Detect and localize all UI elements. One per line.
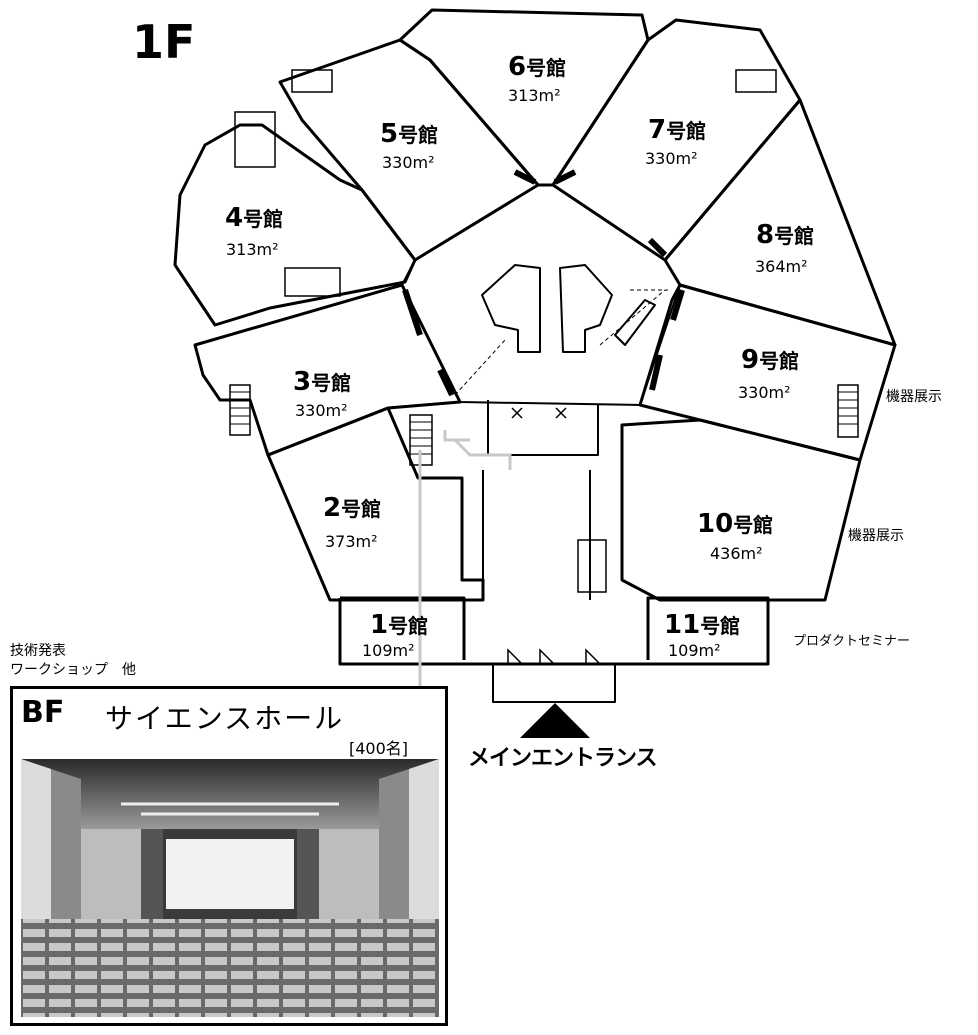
central-stair-left bbox=[481, 264, 541, 353]
hall-area: 313m² bbox=[508, 86, 561, 105]
hall-label: 6号館 bbox=[508, 52, 566, 82]
stair-hall3 bbox=[229, 384, 251, 436]
hall-area: 330m² bbox=[295, 401, 348, 420]
inner-dashed-lines bbox=[454, 289, 668, 396]
science-hall-title: サイエンスホール bbox=[105, 702, 345, 735]
central-hall bbox=[401, 184, 681, 406]
hall-area: 436m² bbox=[710, 544, 763, 563]
hall-labels: 6号館 313m² 5号館 330m² 7号館 330m² 8号館 364m² … bbox=[225, 52, 814, 660]
stair-hall9 bbox=[837, 384, 859, 438]
stair-hall4 bbox=[234, 111, 276, 168]
stair-hall7 bbox=[735, 69, 777, 93]
hall-10-outline bbox=[620, 418, 862, 602]
hall-area: 330m² bbox=[645, 149, 698, 168]
main-entrance-arrow bbox=[520, 703, 590, 738]
wall-accents bbox=[402, 169, 685, 397]
hall-area: 109m² bbox=[362, 641, 415, 660]
auditorium-photo bbox=[21, 759, 439, 1017]
basement-panel: BF サイエンスホール [400名] bbox=[10, 686, 448, 1026]
elevator-box bbox=[577, 539, 607, 593]
entrance-doors bbox=[507, 407, 602, 665]
hall-label: 9号館 bbox=[741, 345, 799, 375]
hall-label: 11号館 bbox=[664, 610, 740, 640]
hall-label: 3号館 bbox=[293, 367, 351, 397]
hall-area: 373m² bbox=[325, 532, 378, 551]
hall-label: 8号館 bbox=[756, 220, 814, 250]
booth-hall4 bbox=[284, 267, 341, 297]
tech-presentation-label: 技術発表 bbox=[10, 643, 66, 659]
hall-label: 5号館 bbox=[380, 119, 438, 149]
route-to-basement bbox=[418, 430, 512, 720]
hall-area: 330m² bbox=[738, 383, 791, 402]
stair-treads bbox=[230, 391, 858, 455]
stair-hall5 bbox=[291, 69, 333, 93]
entrance-canopy bbox=[492, 663, 616, 703]
hall-label: 4号館 bbox=[225, 203, 283, 233]
hall-area: 330m² bbox=[382, 153, 435, 172]
product-seminar-label: プロダクトセミナー bbox=[793, 634, 911, 649]
hall-4-outline bbox=[173, 123, 417, 327]
equipment-display-label: 機器展示 bbox=[886, 389, 942, 405]
hall-5-outline bbox=[278, 38, 540, 262]
hall-label: 2号館 bbox=[323, 493, 381, 523]
hall-label: 10号館 bbox=[697, 509, 773, 539]
entrance-corridor bbox=[482, 400, 599, 600]
central-stair-right bbox=[559, 264, 613, 353]
hall-area: 313m² bbox=[226, 240, 279, 259]
hall-area: 364m² bbox=[755, 257, 808, 276]
main-entrance-label: メインエントランス bbox=[468, 746, 658, 771]
front-strip-outline bbox=[338, 596, 770, 666]
floor-label: 1F bbox=[132, 15, 195, 69]
equipment-display-label: 機器展示 bbox=[848, 528, 904, 544]
hall-label: 7号館 bbox=[648, 115, 706, 145]
escalator bbox=[614, 299, 656, 346]
hall-area: 109m² bbox=[668, 641, 721, 660]
hall-2-outline bbox=[266, 406, 485, 602]
hall-label: 1号館 bbox=[370, 610, 428, 640]
basement-floor-code: BF bbox=[21, 695, 65, 730]
workshop-label: ワークショップ 他 bbox=[10, 662, 136, 678]
hall-capacity: [400名] bbox=[349, 739, 409, 758]
